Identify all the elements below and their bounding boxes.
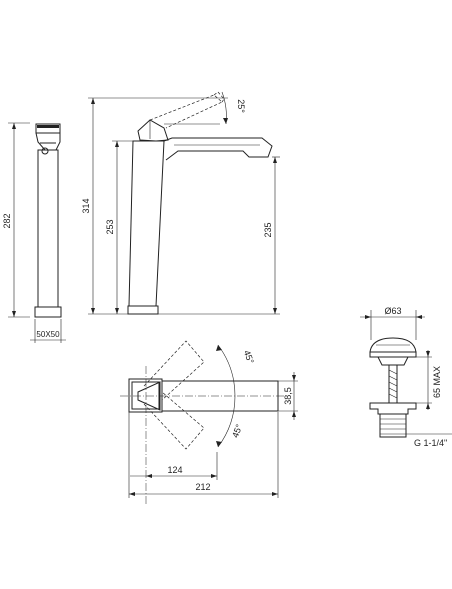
front-total-height-label: 314 (81, 198, 91, 213)
drain-thread-label: G 1-1/4" (414, 438, 447, 448)
top-depth-label: 38,5 (283, 387, 293, 405)
rotation-angle-upper-label: 45° (242, 349, 256, 366)
lever-angle-label: 25° (236, 99, 246, 113)
side-height-label: 282 (2, 213, 12, 228)
drain-diameter-label: Ø63 (384, 306, 401, 316)
top-spout-length-label: 124 (167, 465, 182, 475)
front-body-height-label: 253 (105, 219, 115, 234)
drain-view: Ø63 65 MAX G 1-1/4" (360, 306, 452, 448)
spout-height-label: 235 (263, 222, 273, 237)
side-base-label: 50X50 (36, 330, 60, 339)
drain-max-height-label: 65 MAX (432, 366, 442, 398)
front-view: 25° 314 253 235 (81, 91, 280, 315)
rotation-angle-lower-label: 45° (230, 422, 244, 439)
side-view: 282 50X50 (2, 122, 66, 343)
top-total-length-label: 212 (195, 482, 210, 492)
top-view: 45° 45° 38,5 124 212 (120, 340, 298, 505)
